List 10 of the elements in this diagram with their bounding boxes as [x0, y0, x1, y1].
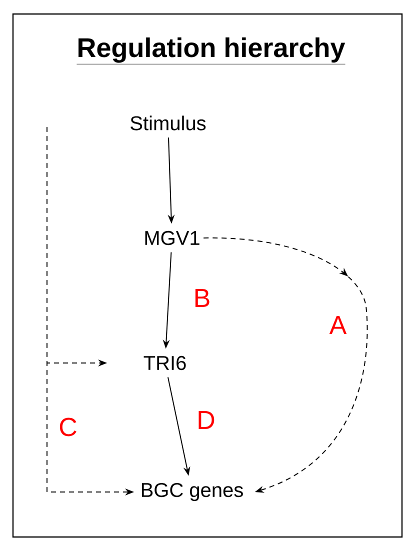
node-label: BGC genes	[142, 482, 243, 502]
node-label: TRI6	[144, 356, 186, 370]
node-label: Stimulus	[130, 116, 206, 130]
node-label: MGV1	[145, 230, 200, 246]
edge-label: D	[198, 411, 214, 429]
title: Regulation hierarchy	[76, 37, 346, 64]
edge-label: C	[60, 418, 76, 436]
edge-label: B	[195, 289, 210, 307]
edge-label: A	[329, 316, 347, 334]
arrow	[203, 238, 368, 493]
